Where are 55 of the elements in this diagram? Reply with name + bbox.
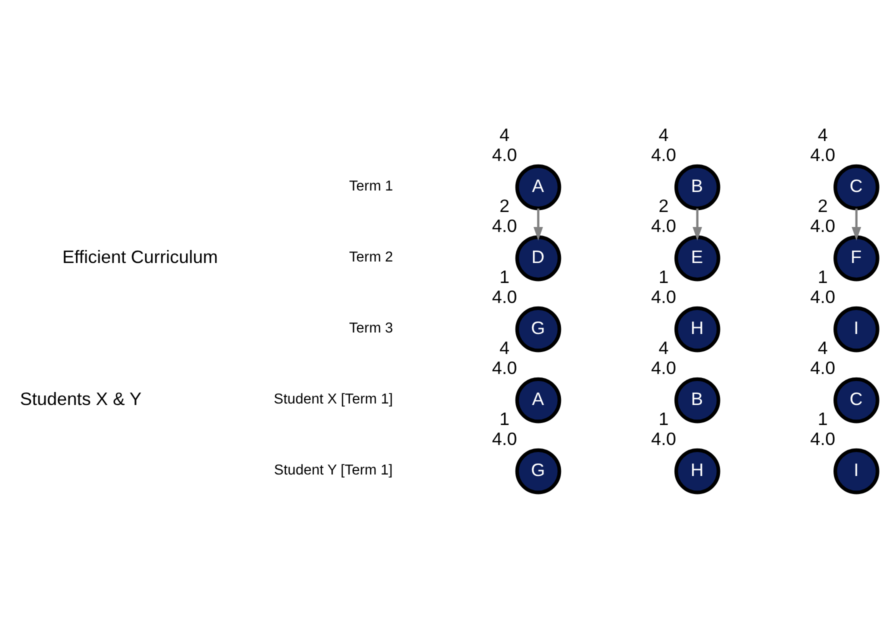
node-label: 4	[500, 124, 510, 145]
node-label: 1	[658, 408, 669, 429]
label: Student X [Term 1]	[274, 392, 393, 408]
node-label: 4.0	[810, 144, 836, 165]
node-circle: C	[834, 164, 880, 210]
node-circle: B	[674, 164, 720, 210]
node-label: 4.0	[492, 144, 518, 165]
node-label: 1	[500, 408, 510, 429]
label: Student Y [Term 1]	[274, 462, 393, 479]
node-label: 4.0	[651, 428, 676, 449]
node-label: 4.0	[492, 286, 518, 307]
node-label: 4	[500, 338, 510, 358]
node-label: 4.0	[810, 428, 836, 449]
node-label: 4	[658, 124, 669, 145]
node-circle: G	[515, 448, 562, 494]
node-label: 1	[500, 266, 510, 287]
node-label: 4	[658, 338, 669, 358]
node-circle: D	[515, 235, 562, 282]
node-label: 4.0	[810, 358, 836, 378]
node-label: 4.0	[492, 428, 518, 449]
label: Efficient Curriculum	[62, 246, 218, 267]
node-circle: E	[674, 235, 720, 282]
node-label: 2	[500, 196, 510, 216]
label: Term 3	[349, 320, 394, 337]
node-label: 4	[818, 338, 828, 358]
node-label: 4.0	[651, 144, 676, 165]
arrow	[534, 208, 543, 241]
node-circle: F	[834, 235, 880, 282]
node-circle: H	[674, 306, 720, 352]
node-circle: I	[834, 306, 880, 352]
node-label: 4.0	[810, 216, 836, 236]
node-label: 4.0	[651, 286, 676, 307]
arrow	[692, 208, 702, 241]
node-label: 2	[658, 196, 669, 216]
arrow	[852, 208, 862, 241]
node-circle: I	[834, 448, 880, 494]
node-circle: G	[515, 306, 562, 352]
node-label: 4.0	[810, 286, 836, 307]
node-label: 2	[818, 196, 828, 216]
node-label: 4	[818, 124, 828, 145]
node-label: 4.0	[492, 358, 518, 378]
node-label: 1	[818, 266, 828, 287]
node-circle: B	[674, 377, 720, 424]
node-circle: A	[515, 164, 562, 210]
node-label: 1	[658, 266, 669, 287]
node-label: 4.0	[651, 358, 676, 378]
node-circle: C	[834, 377, 880, 424]
node-circle: A	[515, 377, 562, 424]
node-label: 1	[818, 408, 828, 429]
label: Term 2	[349, 250, 394, 266]
node-circle: H	[674, 448, 720, 494]
label: Term 1	[349, 178, 394, 195]
node-label: 4.0	[492, 216, 518, 236]
label: Students X & Y	[20, 388, 142, 409]
node-label: 4.0	[651, 216, 676, 236]
